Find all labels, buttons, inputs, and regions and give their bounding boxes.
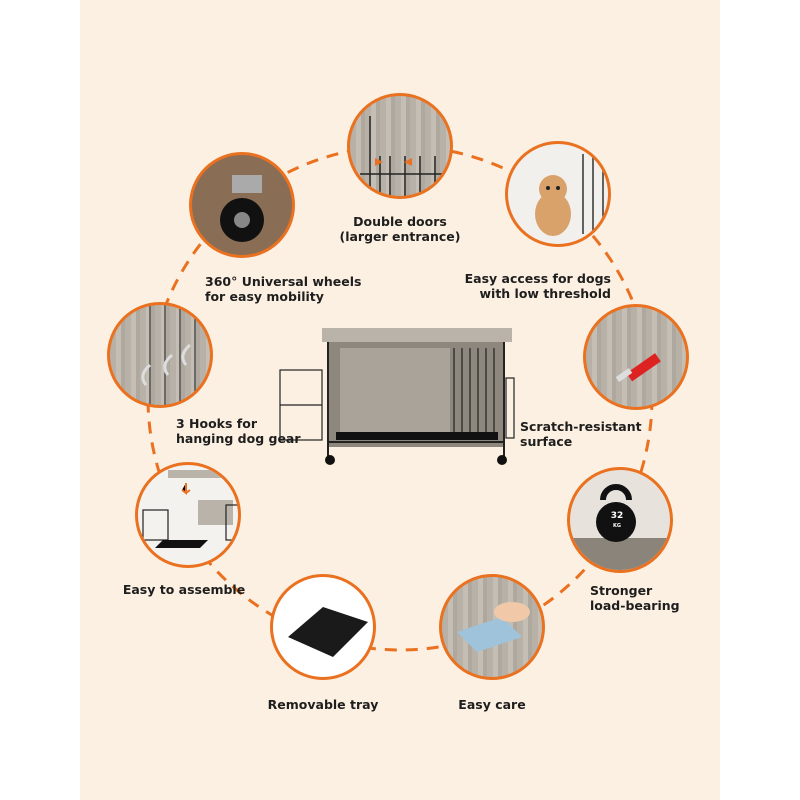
tray-photo bbox=[270, 574, 376, 680]
caster-wheel-photo bbox=[189, 152, 295, 258]
label-easy-assemble: Easy to assemble bbox=[122, 582, 246, 597]
label-easy-care: Easy care bbox=[458, 697, 526, 712]
kettlebell-unit: KG bbox=[613, 523, 621, 529]
kettlebell-photo: 32 KG bbox=[567, 467, 673, 573]
hooks-photo bbox=[107, 302, 213, 408]
label-removable-tray: Removable tray bbox=[267, 697, 379, 712]
wiping-cloth-photo bbox=[439, 574, 545, 680]
knife-scratch-photo bbox=[583, 304, 689, 410]
dog-photo bbox=[505, 141, 611, 247]
assembly-photo bbox=[135, 462, 241, 568]
dog-crate-product-image bbox=[279, 328, 515, 465]
double-doors-photo bbox=[347, 93, 453, 199]
kettlebell-weight: 32 bbox=[610, 511, 624, 521]
label-double-doors: Double doors(larger entrance) bbox=[339, 214, 461, 244]
